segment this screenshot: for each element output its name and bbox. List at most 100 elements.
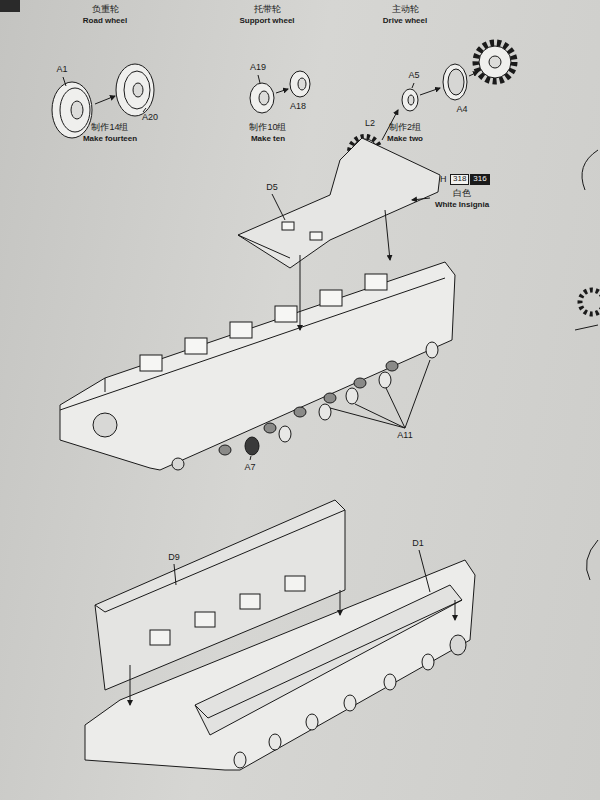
paint-code-box: 316 [470,174,489,185]
part-label: L2 [365,118,375,128]
upper-hull [60,262,455,470]
plate-d5-line [272,194,285,220]
suspension-arms-line [324,393,336,403]
support-wheel-line [250,83,274,113]
part-label: Make fourteen [83,134,137,143]
plate-d9-line [130,665,131,705]
suspension-arms-line [294,407,306,417]
suspension-arms-line [264,423,276,433]
part-label: A19 [250,62,266,72]
suspension-arms-line [346,388,358,404]
part-label: A1 [56,64,67,74]
part-label: 托带轮 [254,4,281,14]
support-wheel-line [258,75,260,83]
plate-d9-line [195,612,215,627]
upper-hull-line [60,262,455,470]
part-label: A4 [456,104,467,114]
drive-wheel-line [420,88,440,95]
upper-hull-line [365,274,387,290]
corner-mark-line [0,0,20,12]
part-label: A11 [397,430,412,440]
plate-d5-line [238,138,440,268]
upper-hull-line [140,355,162,371]
upper-hull-line [105,378,106,392]
drive-wheel-line [489,56,501,68]
part-label: 负重轮 [92,4,119,14]
road-wheel-line [95,96,115,104]
plate-d5-line [310,232,322,240]
suspension-arms-line [386,388,405,428]
suspension-arms-line [279,426,291,442]
suspension-arms-line [379,372,391,388]
lower-hull-line [269,734,281,750]
plate-d9-line [340,590,341,615]
part-label: 主动轮 [392,4,419,14]
corner-mark [0,0,20,12]
part-label: Road wheel [83,16,127,25]
plate-d5-line [282,222,294,230]
suspension-arms-line [355,404,405,428]
road-wheel-line [63,77,66,86]
road-wheel-line [116,64,154,116]
plate-d9-line [95,605,105,612]
paint-code-box: 318 [450,174,469,185]
suspension-arms-line [219,445,231,455]
support-wheel-line [276,89,288,93]
drive-wheel-line [443,64,467,100]
plate-d5-line [238,235,290,258]
part-label: 制作10组 [249,122,286,132]
paint-code: 318 [453,174,466,183]
road-wheel-line [71,101,83,119]
suspension-arms [219,342,438,460]
drive-wheel-line [479,46,511,78]
part-label: Make two [387,134,423,143]
drive-wheel-line [412,83,414,88]
part-label: Drive wheel [383,16,427,25]
road-wheel [52,64,154,138]
suspension-arms-line [330,408,405,428]
drive-wheel-line [476,43,514,81]
next-page-edge-art [575,150,600,580]
road-wheel-line [124,71,150,109]
part-label: Make ten [251,134,285,143]
plate-d1 [195,550,462,735]
plate-d1-line [195,705,208,718]
suspension-arms-line [405,360,430,428]
part-label: White Insignia [435,200,489,209]
suspension-arms-line [250,456,251,460]
next-page-edge-art-line [580,290,600,314]
drive-wheel-line [402,89,418,111]
part-label: D5 [266,182,278,192]
upper-hull-line [230,322,252,338]
part-label: A20 [142,112,158,122]
part-label: 制作2组 [389,122,421,132]
road-wheel-line [52,82,92,138]
road-wheel-line [133,83,143,97]
lower-hull-line [234,752,246,768]
lower-hull-line [450,635,466,655]
lower-hull-line [344,695,356,711]
drive-wheel-line [469,72,478,76]
part-label: A7 [244,462,255,472]
upper-hull-line [185,338,207,354]
plate-d9-line [285,576,305,591]
suspension-arms-line [354,378,366,388]
next-page-edge-art-line [575,325,598,330]
lower-hull-line [306,714,318,730]
next-page-edge-art-line [586,540,598,580]
road-wheel-line [143,108,146,112]
part-label: H [440,174,447,184]
road-wheel-line [60,88,90,132]
suspension-arms-line [386,361,398,371]
drive-wheel-line [448,69,464,95]
suspension-arms-line [426,342,438,358]
plate-d1-line [455,600,456,620]
drive-wheel-line [408,95,414,105]
plate-d1-line [208,600,462,718]
part-label: A18 [290,101,306,111]
upper-hull-line [172,458,184,470]
support-wheel-line [298,78,306,90]
suspension-arms-line [319,404,331,420]
